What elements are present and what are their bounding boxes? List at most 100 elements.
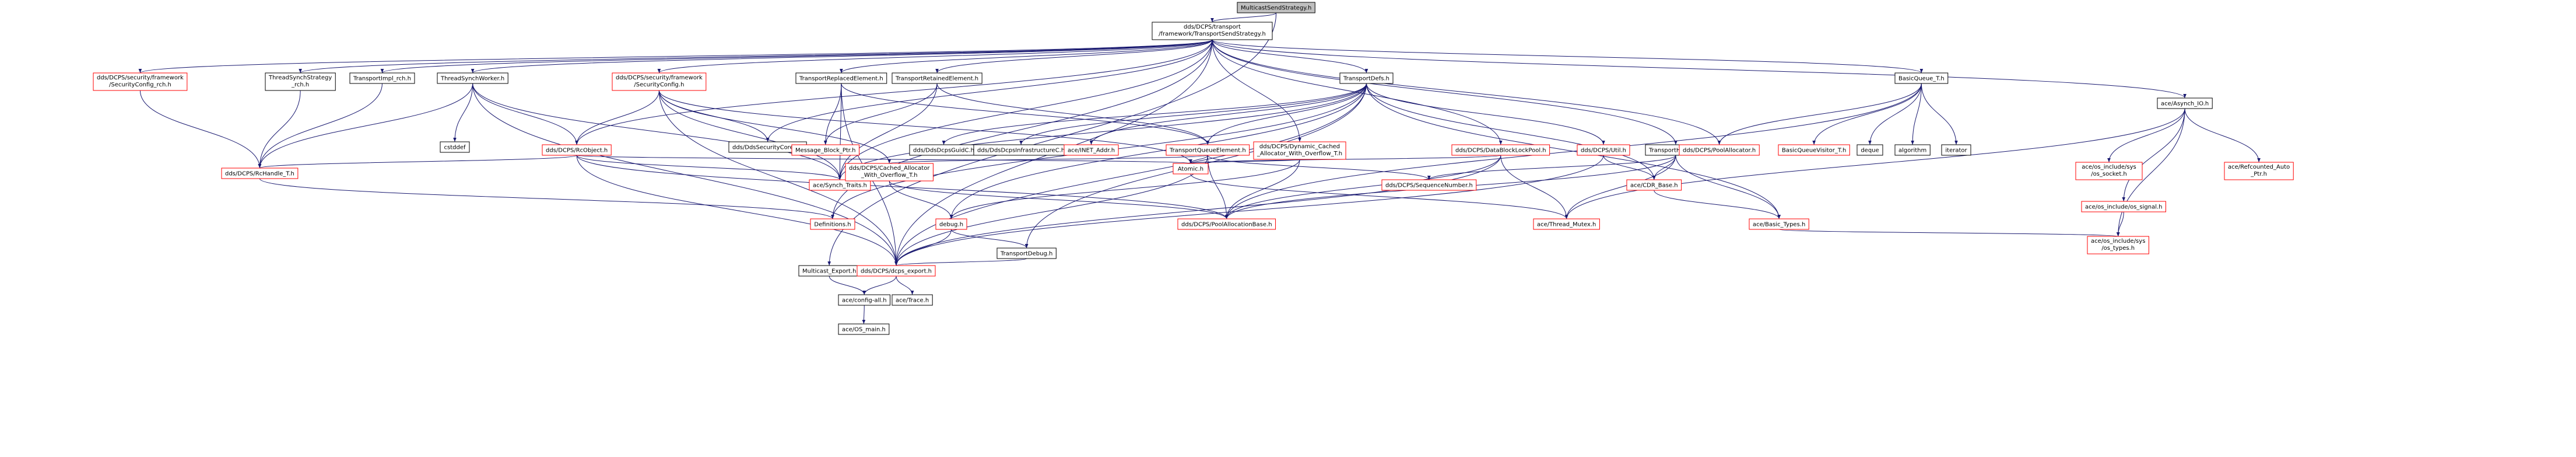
dependency-edge (472, 83, 578, 145)
graph-node[interactable]: dds/DCPS/RcObject.h (542, 144, 612, 156)
node-label: MulticastSendStrategy.h (1241, 5, 1311, 12)
node-label: ace/config-all.h (842, 298, 887, 304)
node-label: TransportRetainedElement.h (895, 76, 978, 82)
node-box (437, 72, 508, 84)
node-box (1749, 218, 1809, 230)
node-label: dds/DCPS/transport (1184, 24, 1241, 30)
graph-node[interactable]: TransportQueueElement.h (1166, 144, 1250, 156)
node-box (1152, 22, 1273, 40)
graph-node[interactable]: ace/Refcounted_Auto_Ptr.h (2224, 162, 2294, 180)
graph-node[interactable]: ace/Thread_Mutex.h (1533, 218, 1600, 230)
node-box (845, 163, 933, 182)
graph-node[interactable]: Multicast_Export.h (798, 265, 860, 277)
dependency-edge (838, 83, 842, 180)
graph-node[interactable]: dds/DCPS/Dynamic_Cached_Allocator_With_O… (1253, 141, 1346, 160)
graph-node[interactable]: Definitions.h (810, 218, 855, 230)
dependency-edge (1190, 173, 1568, 219)
graph-node[interactable]: ace/INET_Addr.h (1064, 144, 1119, 156)
dependency-edge (258, 83, 382, 169)
node-label: TransportReplacedElement.h (799, 76, 883, 82)
dependency-edge (949, 159, 1300, 219)
graph-node[interactable]: deque (1856, 144, 1883, 156)
graph-node[interactable]: dds/DCPS/Util.h (1577, 144, 1630, 156)
graph-node[interactable]: ThreadSynchWorker.h (437, 72, 508, 84)
graph-node[interactable]: ThreadSynchStrategy_rch.h (265, 72, 336, 91)
dependency-edge (258, 155, 577, 169)
graph-node[interactable]: BasicQueueVisitor_T.h (1778, 144, 1850, 156)
graph-node[interactable]: TransportDefs.h (1339, 72, 1394, 84)
graph-node[interactable]: ace/os_include/sys/os_socket.h (2075, 162, 2143, 180)
graph-node[interactable]: dds/DCPS/dcps_export.h (857, 265, 936, 277)
graph-node[interactable]: dds/DCPS/transport/framework/TransportSe… (1152, 22, 1273, 40)
dependency-edge (258, 83, 473, 169)
dependency-edge (1675, 155, 1781, 219)
node-box (93, 72, 188, 91)
graph-node[interactable]: debug.h (935, 218, 967, 230)
graph-node[interactable]: dds/DCPS/PoolAllocationBase.h (1177, 218, 1276, 230)
graph-node[interactable]: cstddef (440, 141, 470, 153)
graph-node[interactable]: ace/os_include/os_signal.h (2081, 201, 2166, 212)
dependency-edge (658, 90, 898, 266)
dependency-edge (139, 90, 262, 169)
dependency-edge (949, 83, 1367, 219)
node-label: deque (1861, 148, 1879, 154)
graph-node[interactable]: Message_Block_Ptr.h (791, 144, 860, 156)
node-label: /SecurityConfig.h (634, 82, 684, 88)
dependency-edge (896, 275, 914, 295)
dependency-edge (823, 83, 938, 145)
graph-node[interactable]: ace/Synch_Traits.h (809, 179, 871, 191)
graph-node[interactable]: dds/DdsDcpsGuidC.h (909, 144, 978, 156)
graph-node[interactable]: BasicQueue_T.h (1894, 72, 1949, 84)
graph-node[interactable]: dds/DCPS/DataBlockLockPool.h (1451, 144, 1550, 156)
graph-node[interactable]: dds/DdsDcpsInfrastructureC.h (973, 144, 1069, 156)
dependency-edge (1019, 83, 1367, 145)
dependency-edge (838, 83, 1367, 180)
dependency-edge (894, 83, 1367, 266)
graph-node[interactable]: Atomic.h (1173, 163, 1209, 175)
dependency-edge (1212, 39, 1721, 145)
graph-node[interactable]: dds/DCPS/SequenceNumber.h (1381, 179, 1477, 191)
graph-node[interactable]: dds/DCPS/security/framework/SecurityConf… (93, 72, 188, 91)
dependency-edge (2107, 108, 2185, 163)
node-box (1577, 144, 1630, 156)
node-label: _Allocator_With_Overflow_T.h (1257, 151, 1342, 157)
dependency-edge (894, 229, 952, 266)
node-box (1173, 163, 1209, 175)
graph-node[interactable]: dds/DCPS/security/framework/SecurityConf… (612, 72, 707, 91)
dependency-edge (823, 83, 842, 145)
dependency-edge (1427, 155, 1676, 180)
dependency-edge (1225, 155, 1501, 219)
dependency-edge (2122, 108, 2185, 202)
dependency-edge (575, 90, 659, 145)
node-box (1381, 179, 1477, 191)
graph-node[interactable]: dds/DCPS/RcHandle_T.h (221, 168, 299, 179)
graph-node[interactable]: TransportDebug.h (996, 247, 1057, 259)
graph-node[interactable]: iterator (1941, 144, 1971, 156)
node-box (1064, 144, 1119, 156)
graph-node[interactable]: MulticastSendStrategy.h (1237, 2, 1315, 13)
graph-node[interactable]: ace/OS_main.h (838, 323, 890, 335)
node-box (892, 294, 933, 306)
dependency-edge (1868, 83, 1922, 145)
graph-node[interactable]: ace/CDR_Base.h (1626, 179, 1682, 191)
node-label: ace/Trace.h (896, 298, 929, 304)
graph-node[interactable]: ace/Asynch_IO.h (2157, 97, 2213, 109)
node-box (2157, 97, 2213, 109)
graph-node[interactable]: dds/DCPS/PoolAllocator.h (1679, 144, 1760, 156)
graph-node[interactable]: TransportReplacedElement.h (795, 72, 887, 84)
node-box (791, 144, 860, 156)
graph-node[interactable]: dds/DCPS/Cached_Allocator_With_Overflow_… (845, 163, 933, 182)
graph-node[interactable]: algorithm (1894, 144, 1931, 156)
graph-node[interactable]: TransportImpl_rch.h (349, 72, 415, 84)
graph-node[interactable]: ace/os_include/sys/os_types.h (2087, 236, 2149, 254)
node-label: /os_types.h (2101, 245, 2135, 252)
dependency-edge (658, 90, 891, 164)
dependency-edge (936, 83, 1210, 145)
graph-node[interactable]: ace/config-all.h (838, 294, 891, 306)
dependency-edge (2184, 108, 2261, 163)
node-label: dds/DCPS/security/framework (616, 75, 703, 81)
graph-node[interactable]: TransportRetainedElement.h (892, 72, 982, 84)
graph-node[interactable]: ace/Basic_Types.h (1749, 218, 1809, 230)
graph-node[interactable]: ace/Trace.h (892, 294, 933, 306)
node-box (1941, 144, 1971, 156)
